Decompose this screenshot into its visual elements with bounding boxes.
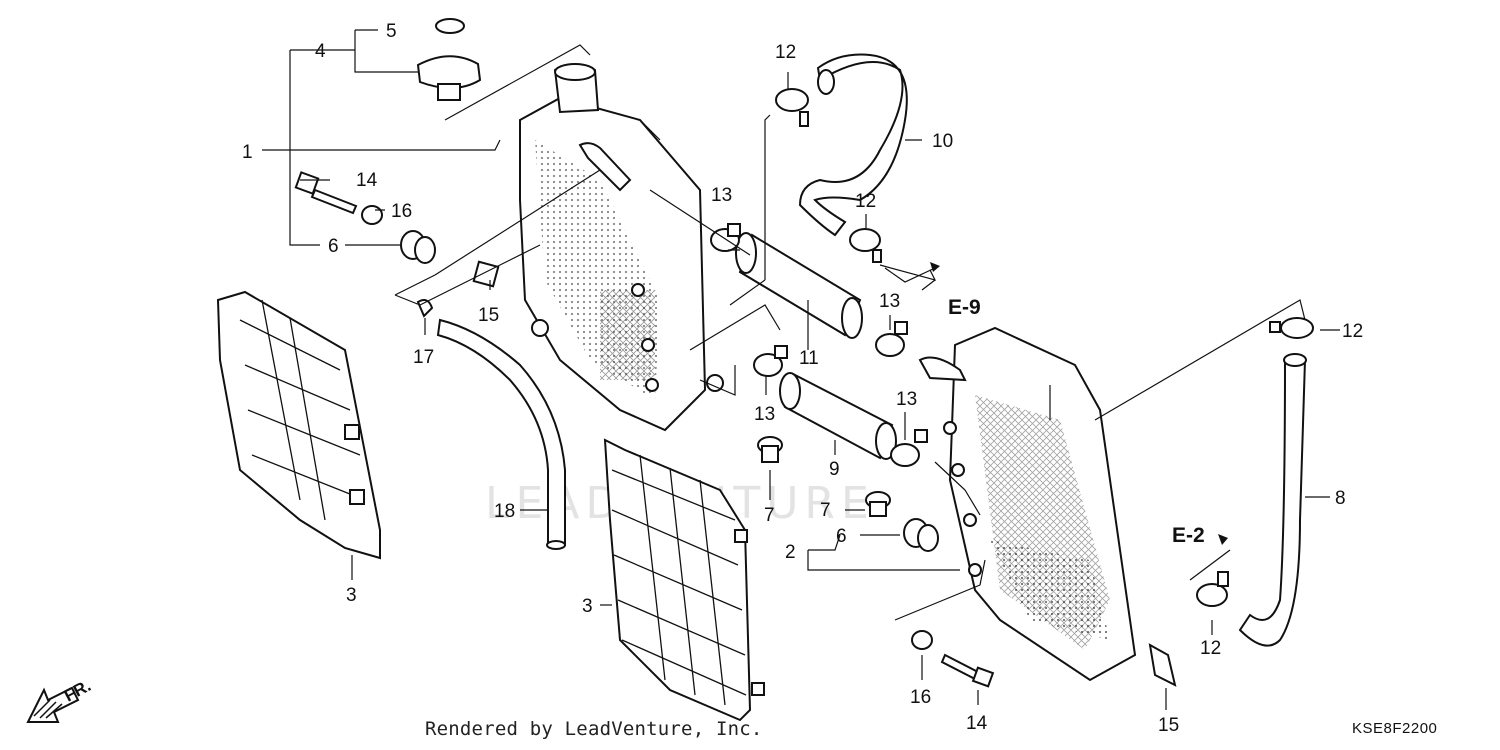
callout-10: 10 xyxy=(932,131,953,152)
radiator-left xyxy=(519,63,724,432)
hose-8 xyxy=(1238,359,1307,647)
hose-10 xyxy=(798,53,908,237)
callout-6-lower: 6 xyxy=(836,526,847,547)
clamp-12-lower xyxy=(1196,571,1229,607)
diagram-code: KSE8F2200 xyxy=(1352,720,1438,737)
callout-15-upper: 15 xyxy=(478,305,499,326)
clip-15-upper xyxy=(472,260,500,288)
grommet-6-lower xyxy=(903,518,939,552)
callout-7-lower: 7 xyxy=(820,500,831,521)
callout-9: 9 xyxy=(829,459,840,480)
callout-5: 5 xyxy=(386,21,397,42)
footer-credit: Rendered by LeadVenture, Inc. xyxy=(425,718,763,740)
callout-15-lower: 15 xyxy=(1158,715,1179,736)
shroud-left xyxy=(216,290,381,560)
hose-11 xyxy=(735,232,863,339)
callout-13-d: 13 xyxy=(896,389,917,410)
collar-7-lower xyxy=(865,491,891,517)
shroud-center xyxy=(603,438,765,722)
callout-11: 11 xyxy=(799,348,819,369)
callout-8: 8 xyxy=(1335,488,1346,509)
bolt-14-upper xyxy=(294,171,358,215)
clamp-13-a xyxy=(710,223,741,252)
callout-1: 1 xyxy=(242,142,253,163)
ref-e2: E-2 xyxy=(1172,524,1205,547)
callout-13-c: 13 xyxy=(754,404,775,425)
collar-7-upper xyxy=(757,436,783,463)
callout-13-b: 13 xyxy=(879,291,900,312)
bolt-14-lower xyxy=(940,653,995,688)
callout-3-center: 3 xyxy=(582,596,593,617)
callout-7-upper: 7 xyxy=(764,505,775,526)
callout-4: 4 xyxy=(315,41,326,62)
radiator-cap xyxy=(416,18,482,101)
callout-2: 2 xyxy=(785,542,796,563)
e9-arrowhead xyxy=(930,262,940,272)
clamp-13-c xyxy=(753,345,788,377)
clamp-12-mid xyxy=(849,228,882,263)
callout-13-a: 13 xyxy=(711,185,732,206)
callout-16-lower: 16 xyxy=(910,687,931,708)
grommet-6-upper xyxy=(400,230,436,264)
callout-14-lower: 14 xyxy=(966,713,988,734)
leader-lines xyxy=(262,29,1340,710)
callout-16-upper: 16 xyxy=(391,201,412,222)
callout-12-right: 12 xyxy=(1342,321,1363,342)
ref-e9: E-9 xyxy=(948,296,981,319)
callout-12-lower: 12 xyxy=(1200,638,1221,659)
callout-17: 17 xyxy=(413,347,434,368)
front-direction-arrow xyxy=(26,686,80,723)
washer-16-lower xyxy=(911,630,933,650)
clamp-13-b xyxy=(875,321,908,357)
hose-9 xyxy=(779,372,897,460)
clamp-12-top xyxy=(775,88,809,127)
callout-12-mid: 12 xyxy=(855,191,876,212)
callout-12-top: 12 xyxy=(775,42,796,63)
callout-14-upper: 14 xyxy=(356,170,378,191)
radiator-right xyxy=(918,326,1137,682)
clamp-12-right xyxy=(1269,317,1314,339)
callout-3-left: 3 xyxy=(346,585,357,606)
clip-15-lower xyxy=(1148,643,1177,687)
callout-18: 18 xyxy=(494,501,515,522)
e2-arrowhead xyxy=(1218,534,1228,545)
callout-6-upper: 6 xyxy=(328,236,339,257)
washer-16-upper xyxy=(361,205,383,225)
clamp-13-d xyxy=(890,429,928,467)
e9-arrow xyxy=(884,267,936,283)
